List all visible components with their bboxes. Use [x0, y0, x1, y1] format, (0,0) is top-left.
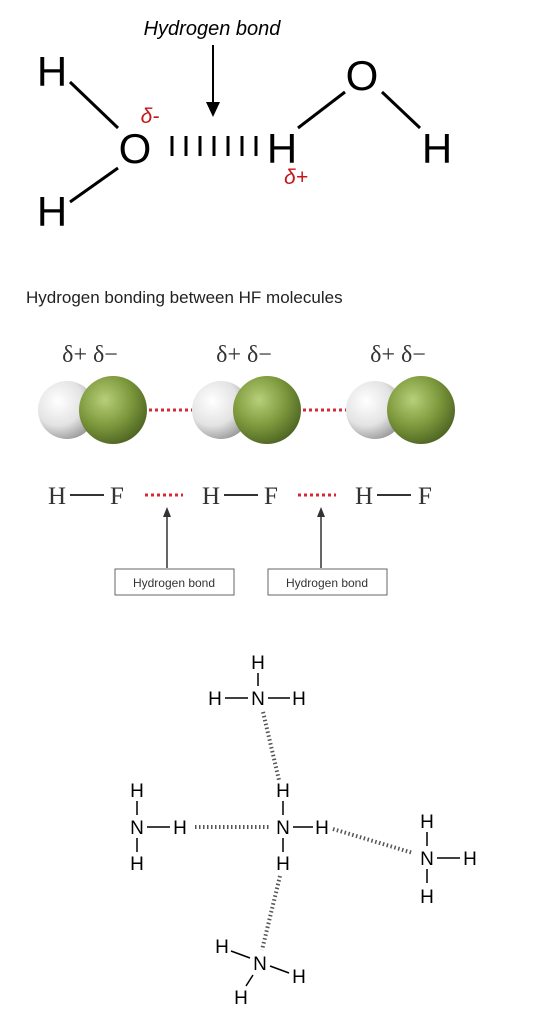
bond-ho-center-right: [297, 90, 346, 130]
bond-oh-right: [380, 90, 422, 130]
atom-h-right: H: [422, 125, 452, 172]
nh3-right-n: N: [420, 849, 434, 870]
ammonia-top-molecule: H H N H: [208, 653, 306, 710]
ammonia-panel: H H N H H N H H H N H H: [130, 653, 477, 1009]
nh3-top-h-left: H: [208, 689, 222, 710]
nh3-top-n: N: [251, 689, 265, 710]
ammonia-center-molecule: H N H H: [276, 781, 329, 875]
atom-h-bottom-left: H: [37, 188, 67, 235]
ammonia-bottom-molecule: H N H H: [215, 937, 306, 1009]
formula-h-1: H: [48, 483, 66, 510]
hf-formula-row: H F H F H F: [48, 483, 432, 510]
nh3-center-h-right: H: [315, 818, 329, 839]
nh3-bottom-n: N: [253, 954, 267, 975]
hbond-label-text-1: Hydrogen bond: [133, 576, 215, 590]
nh3-right-h-bottom: H: [420, 887, 434, 908]
nh3-left-h-bottom: H: [130, 854, 144, 875]
bond-oh-bottom-left: [69, 166, 119, 204]
delta-minus-label: δ-: [141, 105, 160, 128]
ammonia-right-molecule: H N H H: [420, 812, 477, 908]
hbond-label-box-1: Hydrogen bond: [114, 568, 235, 596]
nh3-right-h-right: H: [463, 849, 477, 870]
nh3-right-h-top: H: [420, 812, 434, 833]
nh3-hbond-right: [332, 827, 414, 855]
delta-plus-label: δ+: [284, 166, 308, 189]
atom-h-center: H: [267, 125, 297, 172]
nh3-center-n: N: [276, 818, 290, 839]
atom-o-right: O: [346, 52, 379, 99]
nh3-center-h-bottom: H: [276, 854, 290, 875]
nh3-left-n: N: [130, 818, 144, 839]
charge-label-1: δ+ δ−: [62, 342, 118, 368]
formula-f-3: F: [418, 483, 432, 510]
caption-arrow: [206, 45, 220, 117]
hf-molecule-model-3: [346, 376, 455, 444]
hf-molecule-model-1: [38, 376, 147, 444]
formula-f-2: F: [264, 483, 278, 510]
nh3-bottom-h-right: H: [292, 967, 306, 988]
hf-molecule-model-2: [192, 376, 301, 444]
nh3-top-h-right: H: [292, 689, 306, 710]
hbond-pointer-1: [163, 507, 171, 568]
formula-f-1: F: [110, 483, 124, 510]
nh3-bottom-h-left: H: [215, 937, 229, 958]
nh3-hbond-top: [261, 711, 281, 781]
nh3-bottom-h-bottom: H: [234, 988, 248, 1009]
hydrogen-bond-caption: Hydrogen bond: [144, 18, 282, 40]
charge-label-3: δ+ δ−: [370, 342, 426, 368]
hf-panel: Hydrogen bonding between HF molecules δ+…: [26, 288, 455, 596]
nh3-left-h-right: H: [173, 818, 187, 839]
nh3-top-h-top: H: [251, 653, 265, 674]
nh3-center-h-top: H: [276, 781, 290, 802]
bond-oh-top-left: [68, 80, 120, 130]
hbond-label-box-2: Hydrogen bond: [267, 568, 388, 596]
hf-title: Hydrogen bonding between HF molecules: [26, 288, 343, 307]
formula-h-3: H: [355, 483, 373, 510]
water-panel: Hydrogen bond H O H H O H δ- δ+: [37, 18, 452, 235]
nh3-hbond-bottom: [260, 875, 282, 951]
formula-h-2: H: [202, 483, 220, 510]
atom-o-left: O: [119, 125, 152, 172]
atom-h-top-left: H: [37, 48, 67, 95]
nh3-left-h-top: H: [130, 781, 144, 802]
charge-label-2: δ+ δ−: [216, 342, 272, 368]
hydrogen-bond-dashes: [170, 136, 258, 156]
hbond-label-text-2: Hydrogen bond: [286, 576, 368, 590]
ammonia-left-molecule: H N H H: [130, 781, 187, 875]
hbond-pointer-2: [317, 507, 325, 568]
